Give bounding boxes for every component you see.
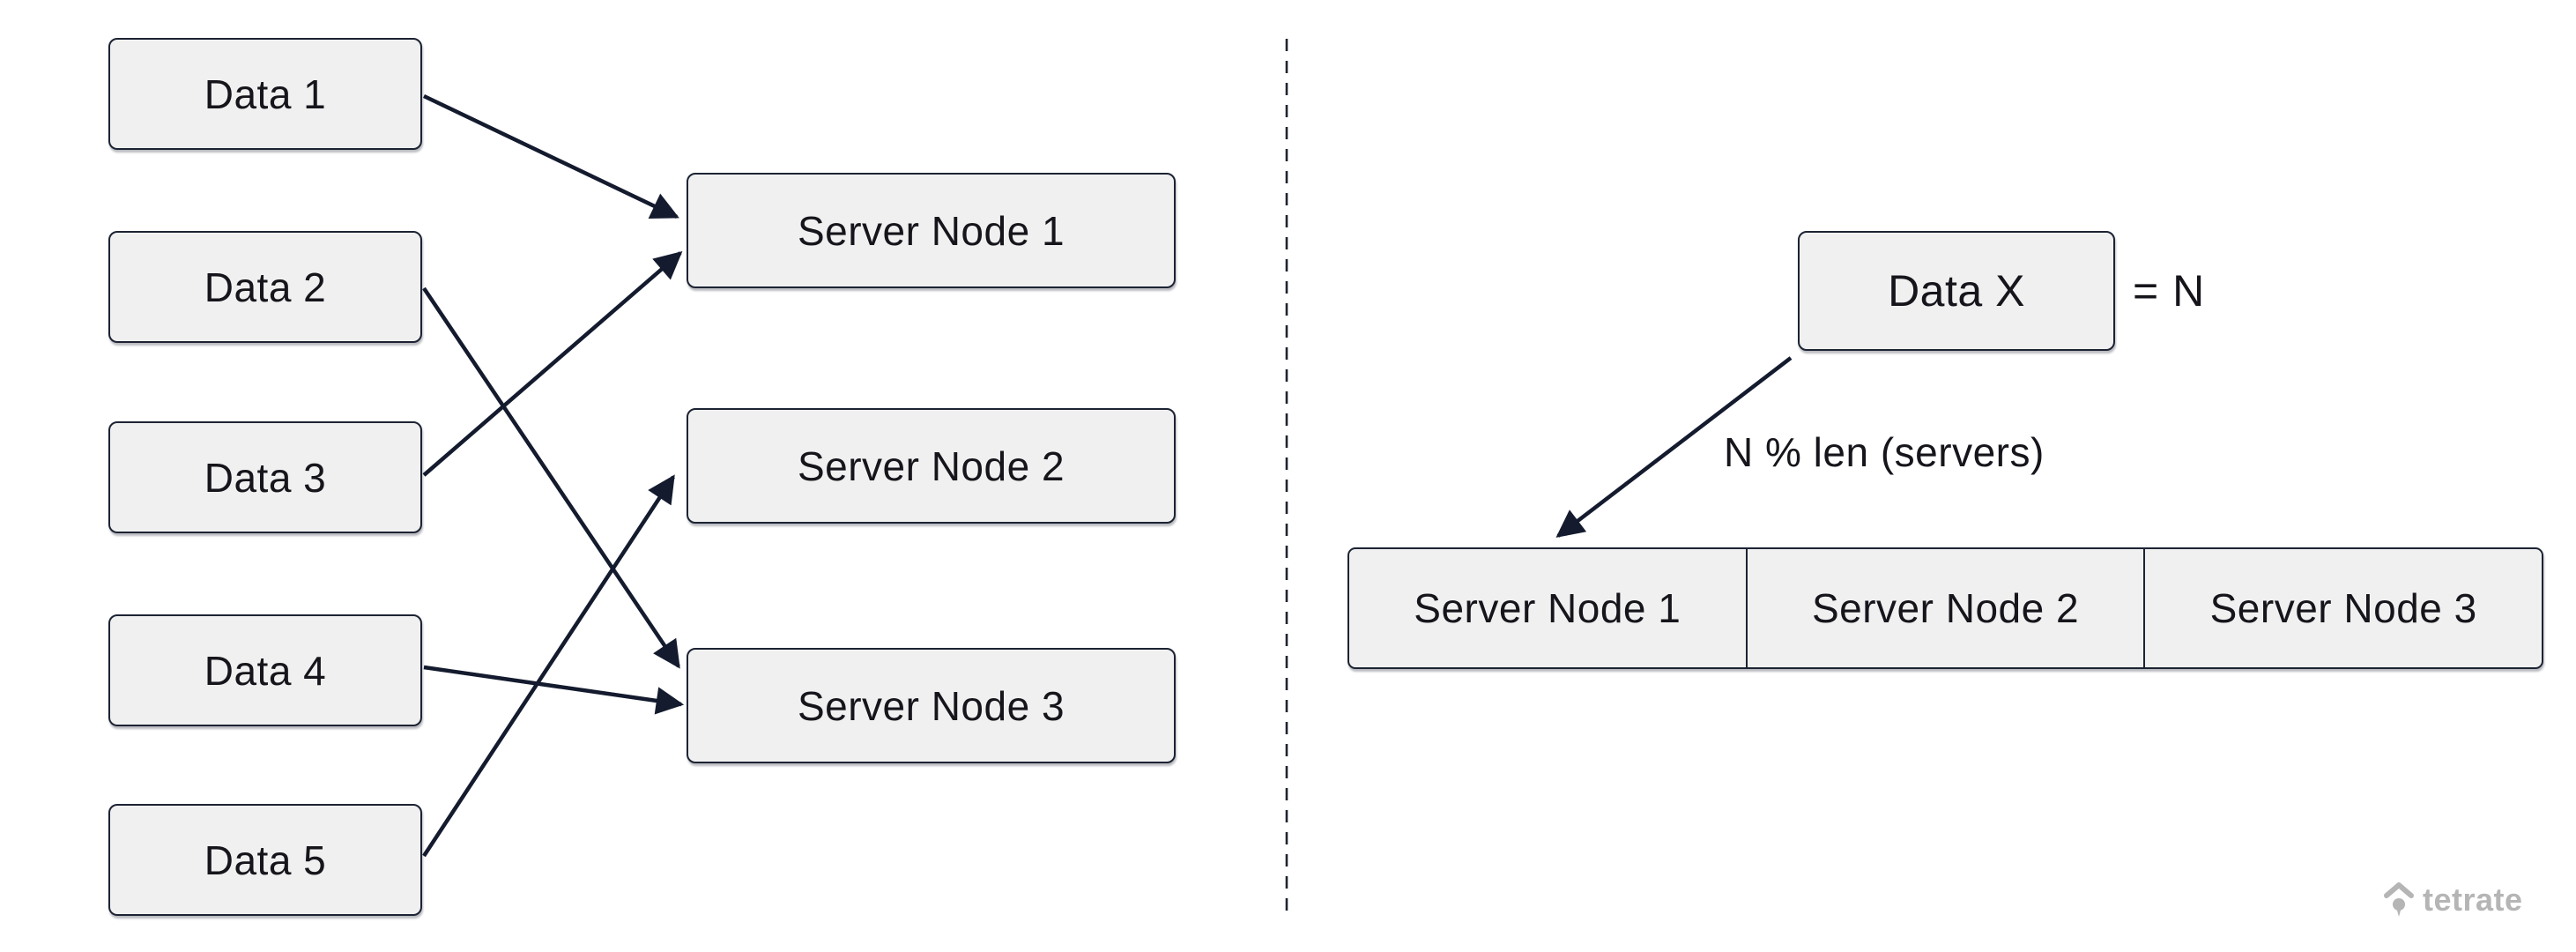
server-node-3-label: Server Node 3 [797,682,1065,729]
server-node-1: Server Node 1 [687,173,1176,288]
data-node-1-label: Data 1 [204,71,327,117]
arrow-data4-to-server-node3 [423,665,685,715]
data-node-3: Data 3 [108,421,422,533]
arrow-data3-to-server-node1 [422,250,683,477]
server-row: Server Node 1 Server Node 2 Server Node … [1347,547,2543,669]
data-node-1: Data 1 [108,38,422,150]
data-node-2-label: Data 2 [204,264,327,310]
hash-value-label: = N [2133,266,2206,316]
data-node-4-label: Data 4 [204,647,327,694]
data-node-3-label: Data 3 [204,454,327,501]
watermark-brand-text: tetrate [2423,881,2523,918]
tetrate-logo-icon [2384,882,2414,917]
data-node-5-label: Data 5 [204,837,327,883]
server-node-3: Server Node 3 [687,648,1176,763]
server-row-cell-3: Server Node 3 [2143,549,2542,667]
arrow-data1-to-server-node1 [423,93,679,219]
data-x-label: Data X [1888,266,2025,316]
arrow-data2-to-server-node3 [422,286,680,669]
server-row-cell-2: Server Node 2 [1745,549,2144,667]
modulo-formula-label: N % len (servers) [1724,429,2045,475]
watermark: tetrate [2383,881,2523,919]
arrow-datax-to-server-row [1555,356,1793,538]
data-node-5: Data 5 [108,804,422,916]
server-node-2-label: Server Node 2 [797,443,1065,489]
server-node-1-label: Server Node 1 [797,207,1065,254]
data-node-2: Data 2 [108,231,422,343]
server-row-cell-1: Server Node 1 [1414,585,1681,631]
data-node-4: Data 4 [108,614,422,726]
data-x-node: Data X [1798,231,2115,351]
server-node-2: Server Node 2 [687,408,1176,524]
arrow-data5-to-server-node2 [422,474,675,858]
